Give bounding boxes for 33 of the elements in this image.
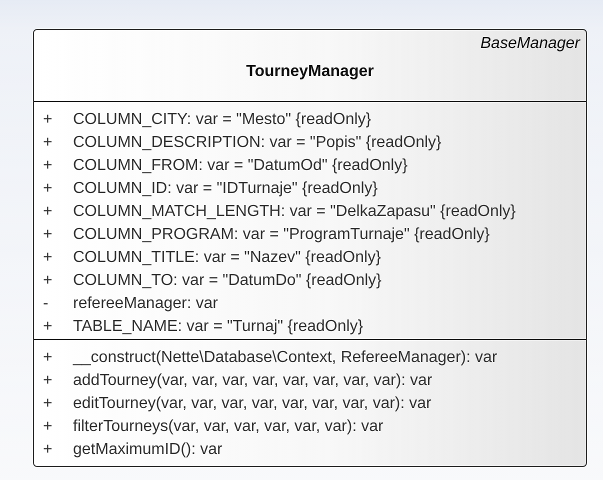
method-signature: addTourney(var, var, var, var, var, var, var, var): var (73, 372, 432, 390)
visibility-marker: + (43, 372, 52, 390)
attribute-signature: COLUMN_DESCRIPTION: var = "Popis" {readOnly} (73, 134, 442, 152)
method-signature: editTourney(var, var, var, var, var, var, var, var): var (73, 395, 432, 413)
visibility-marker: + (43, 441, 52, 459)
attribute-signature: TABLE_NAME: var = "Turnaj" {readOnly} (73, 318, 364, 336)
attribute-signature: COLUMN_TITLE: var = "Nazev" {readOnly} (73, 249, 381, 267)
attribute-signature: COLUMN_TO: var = "DatumDo" {readOnly} (73, 272, 382, 290)
class-name: TourneyManager (246, 63, 374, 81)
visibility-marker: + (43, 111, 52, 129)
attribute-signature: COLUMN_ID: var = "IDTurnaje" {readOnly} (73, 180, 378, 198)
visibility-marker: + (43, 272, 52, 290)
stereotype-label: BaseManager (480, 35, 580, 52)
attribute-signature: COLUMN_CITY: var = "Mesto" {readOnly} (73, 111, 372, 129)
visibility-marker: - (43, 295, 48, 313)
visibility-marker: + (43, 203, 52, 221)
visibility-marker: + (43, 349, 52, 367)
visibility-marker: + (43, 226, 52, 244)
visibility-marker: + (43, 180, 52, 198)
class-box (33, 29, 587, 467)
attribute-signature: refereeManager: var (73, 295, 218, 313)
attribute-signature: COLUMN_FROM: var = "DatumOd" {readOnly} (73, 157, 408, 175)
visibility-marker: + (43, 418, 52, 436)
visibility-marker: + (43, 249, 52, 267)
method-signature: getMaximumID(): var (73, 441, 222, 459)
method-signature: filterTourneys(var, var, var, var, var, var): var (73, 418, 384, 436)
visibility-marker: + (43, 395, 52, 413)
visibility-marker: + (43, 134, 52, 152)
attribute-signature: COLUMN_MATCH_LENGTH: var = "DelkaZapasu" {readOnly} (73, 203, 516, 221)
visibility-marker: + (43, 318, 52, 336)
attribute-signature: COLUMN_PROGRAM: var = "ProgramTurnaje" {readOnly} (73, 226, 490, 244)
method-signature: __construct(Nette\Database\Context, RefereeManager): var (73, 349, 498, 367)
visibility-marker: + (43, 157, 52, 175)
